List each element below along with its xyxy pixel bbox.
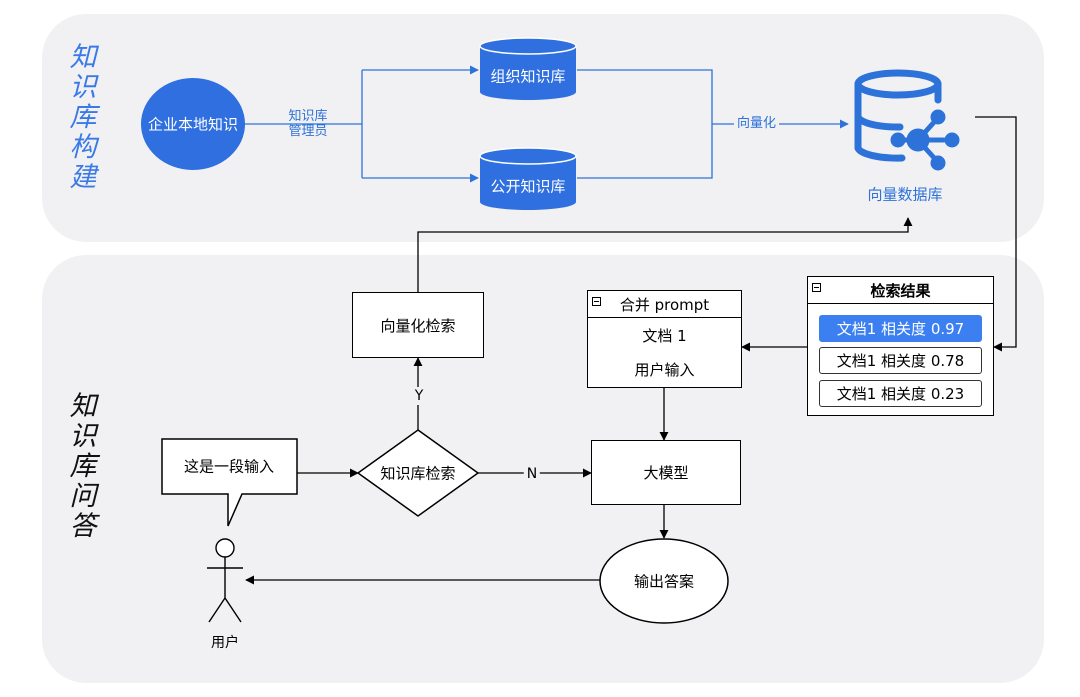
section-title-build: 知识库构建 bbox=[69, 42, 97, 193]
prompt-line-user-input: 用户输入 bbox=[634, 360, 695, 379]
result-item-3[interactable]: 文档1 相关度 0.23 bbox=[819, 380, 982, 407]
no-label: N bbox=[523, 466, 541, 482]
source-label: 企业本地知识 bbox=[147, 115, 239, 134]
org-kb-cylinder bbox=[479, 37, 577, 100]
llm-box: 大模型 bbox=[591, 440, 741, 505]
admin-edge-label: 知识库 管理员 bbox=[283, 109, 333, 139]
database-network-icon bbox=[854, 69, 942, 162]
speech-bubble bbox=[161, 438, 298, 527]
minimize-icon[interactable] bbox=[812, 283, 821, 292]
edge-search-to-db bbox=[417, 217, 913, 292]
prompt-window: 合并 prompt 文档 1 用户输入 bbox=[587, 290, 742, 388]
qa-edges bbox=[245, 116, 1017, 585]
vectorize-edge-label: 向量化 bbox=[734, 116, 780, 131]
public-kb-cylinder bbox=[479, 147, 577, 210]
results-title-text: 检索结果 bbox=[870, 281, 931, 300]
edge-merge bbox=[577, 69, 713, 179]
user-input-text: 这是一段输入 bbox=[183, 457, 275, 476]
result-item-1[interactable]: 文档1 相关度 0.97 bbox=[819, 315, 982, 342]
yes-label: Y bbox=[411, 387, 427, 405]
admin-edge-label-line2: 管理员 bbox=[288, 124, 328, 139]
minimize-icon[interactable] bbox=[592, 297, 601, 306]
admin-edge-label-line1: 知识库 bbox=[288, 109, 328, 124]
user-icon bbox=[207, 538, 243, 623]
results-window: 检索结果 文档1 相关度 0.97 文档1 相关度 0.78 文档1 相关度 0… bbox=[807, 276, 994, 416]
section-title-qa: 知识库问答 bbox=[69, 391, 97, 542]
prompt-title-text: 合并 prompt bbox=[619, 295, 710, 314]
user-label: 用户 bbox=[211, 635, 239, 651]
answer-ellipse bbox=[599, 538, 729, 624]
network-node-icon bbox=[890, 109, 960, 171]
decision-diamond bbox=[356, 429, 480, 517]
org-kb-label: 组织知识库 bbox=[490, 67, 566, 86]
vector-search-box: 向量化检索 bbox=[352, 292, 484, 358]
answer-label: 输出答案 bbox=[633, 572, 695, 591]
vector-db-label: 向量数据库 bbox=[867, 185, 943, 204]
public-kb-label: 公开知识库 bbox=[490, 177, 566, 196]
result-item-2[interactable]: 文档1 相关度 0.78 bbox=[819, 347, 982, 374]
edge-db-to-results bbox=[975, 116, 1017, 352]
prompt-line-doc: 文档 1 bbox=[642, 326, 687, 345]
results-window-title: 检索结果 bbox=[808, 277, 993, 304]
prompt-window-title: 合并 prompt bbox=[588, 291, 741, 318]
decision-label: 知识库检索 bbox=[380, 464, 456, 483]
source-ellipse bbox=[141, 78, 245, 170]
